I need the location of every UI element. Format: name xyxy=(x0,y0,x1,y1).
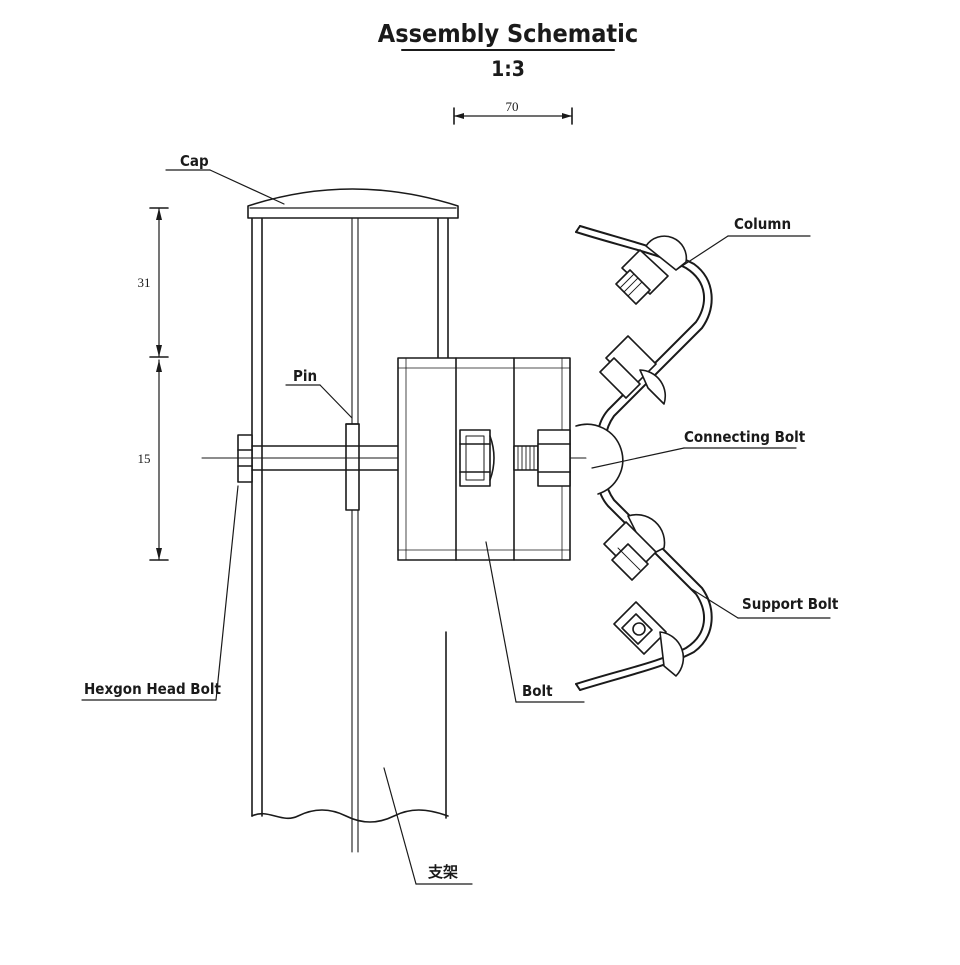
label-hexagon-head-bolt: Hexgon Head Bolt xyxy=(84,680,221,698)
label-pin: Pin xyxy=(293,367,317,385)
column-bolt-top xyxy=(615,235,688,305)
drawing-title: Assembly Schematic xyxy=(378,19,638,48)
dimension-31-label: 31 xyxy=(138,275,151,290)
label-support-bolt: Support Bolt xyxy=(742,595,839,613)
label-bracket: 支架 xyxy=(427,863,458,881)
label-bolt: Bolt xyxy=(522,682,553,700)
leader-lines xyxy=(81,169,831,885)
pin xyxy=(345,423,360,511)
column-bolt-3 xyxy=(603,513,666,581)
dimension-heights xyxy=(149,207,169,561)
cap xyxy=(247,188,459,219)
label-connecting-bolt: Connecting Bolt xyxy=(684,428,806,446)
label-column: Column xyxy=(734,215,791,233)
dimension-70-label: 70 xyxy=(506,99,519,114)
label-cap: Cap xyxy=(180,152,209,170)
column-bolt-2 xyxy=(599,335,667,405)
dimension-width xyxy=(453,107,573,125)
center-nut xyxy=(459,429,495,487)
column-bolt-bottom xyxy=(613,601,685,677)
connecting-bolt-shaft xyxy=(513,429,571,487)
column-bolt-center xyxy=(575,423,624,495)
drawing-scale: 1:3 xyxy=(491,57,525,81)
dimension-15-label: 15 xyxy=(138,451,151,466)
